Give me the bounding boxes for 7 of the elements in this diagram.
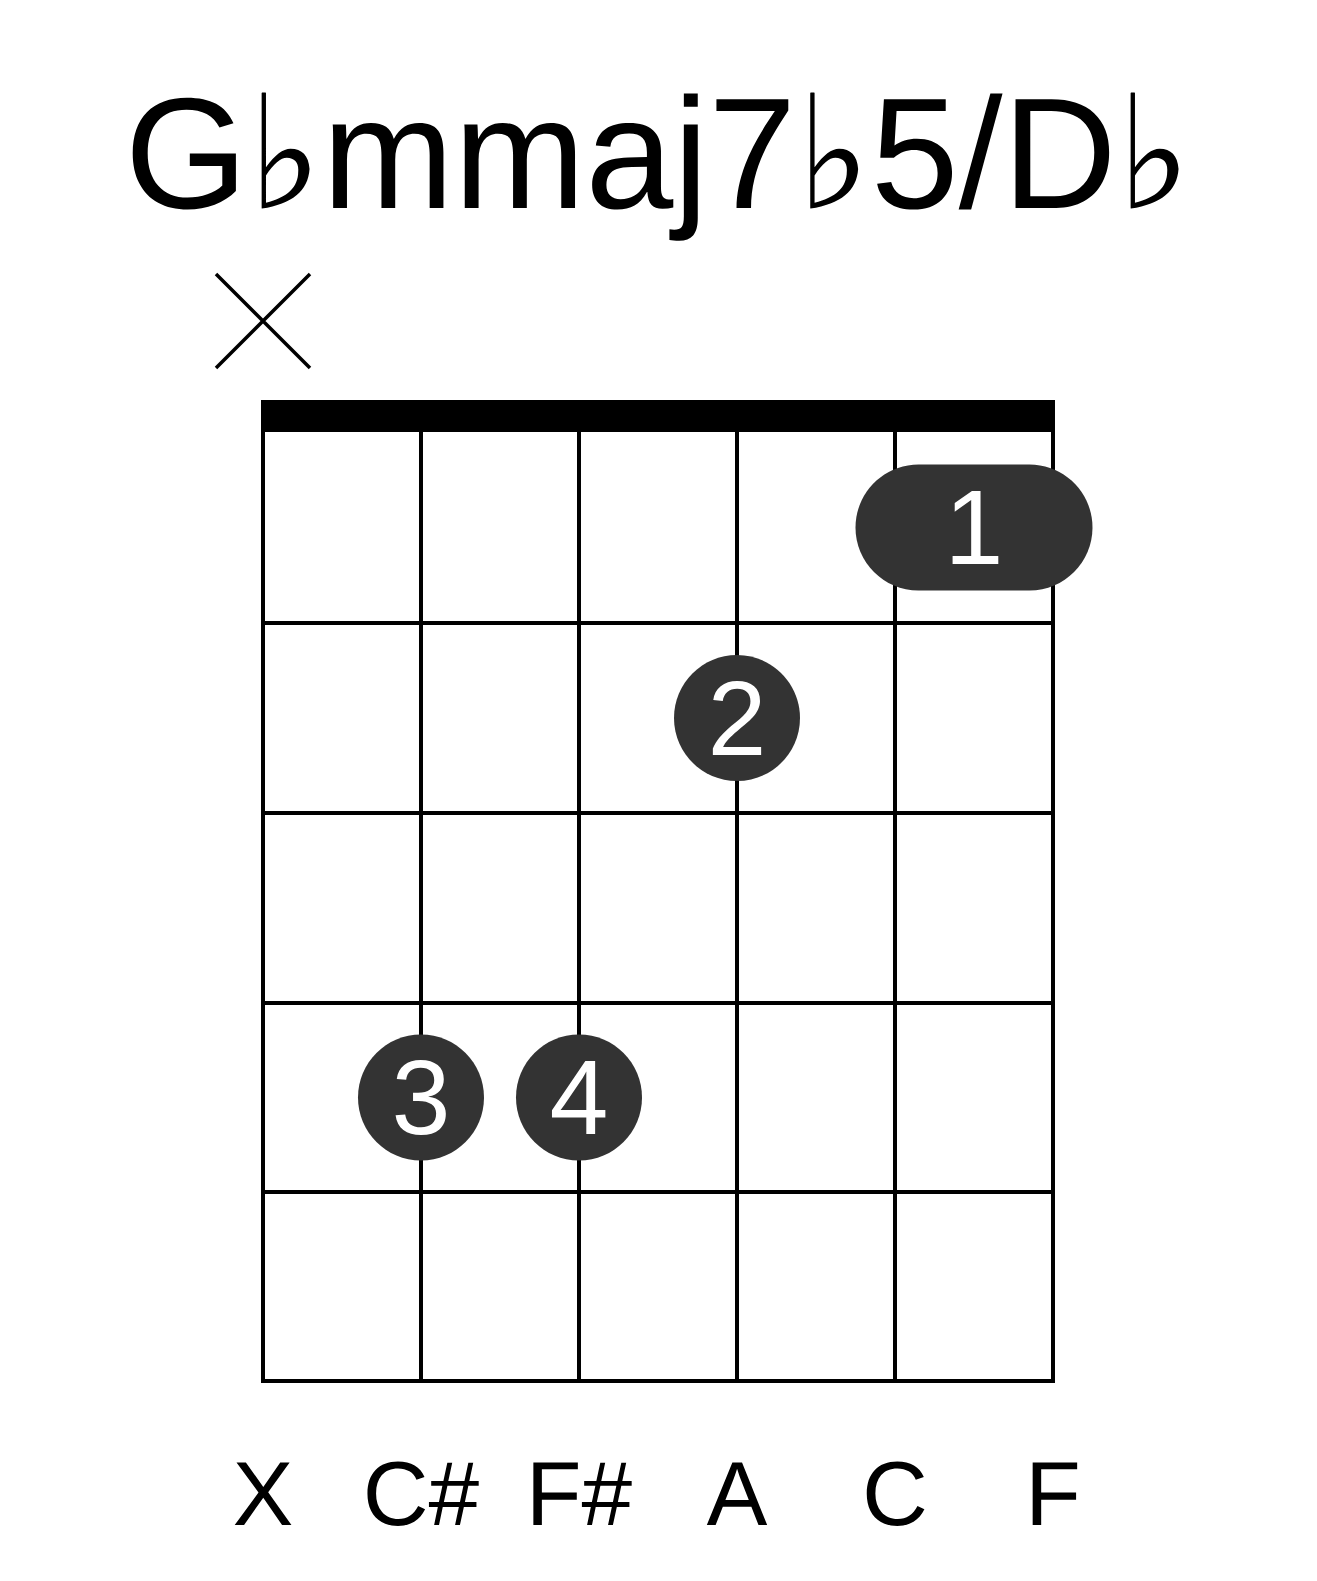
note-label: A: [706, 1462, 768, 1525]
note-label: F#: [533, 1462, 632, 1525]
note-label: C: [866, 1461, 925, 1526]
note-label: X: [234, 1462, 292, 1525]
note-label: F: [1032, 1462, 1078, 1525]
note-label: C#: [367, 1461, 479, 1526]
chord-title: G♭mmaj7♭5/D♭: [132, 92, 1179, 241]
